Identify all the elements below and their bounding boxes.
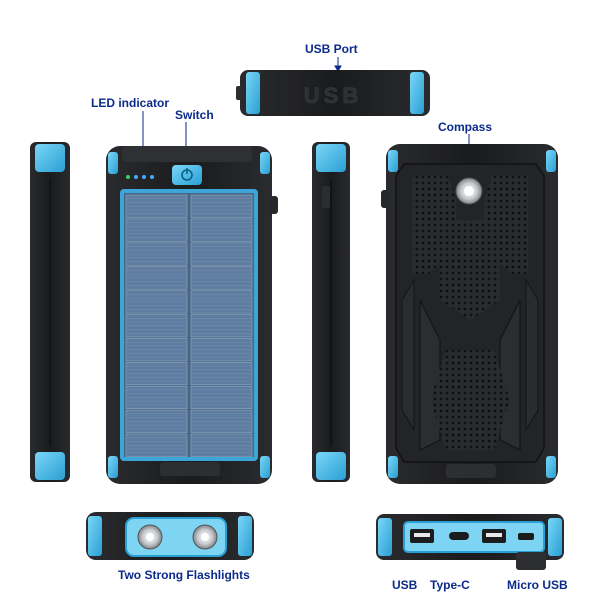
flashlight-edge-view (86, 512, 254, 560)
front-view (106, 146, 278, 484)
right-side-view (312, 142, 350, 482)
compass-icon (455, 177, 483, 205)
switch-label: Switch (175, 108, 214, 122)
power-icon (181, 168, 193, 181)
flashlights-label: Two Strong Flashlights (118, 568, 250, 582)
usb-port-icon (482, 529, 506, 543)
usb-label: USB (392, 578, 418, 592)
back-view (381, 144, 558, 484)
flashlight-icon (137, 524, 163, 550)
micro-usb-port-icon (518, 533, 534, 540)
usb-port-label: USB Port (305, 42, 358, 56)
led-indicator-label: LED indicator (91, 96, 170, 110)
power-switch (172, 165, 202, 185)
micro-usb-label: Micro USB (507, 578, 568, 592)
left-side-view (30, 142, 70, 482)
type-c-label: Type-C (430, 578, 470, 592)
engraved-usb-text: USB (304, 83, 362, 108)
top-edge-view: USB (236, 70, 430, 116)
compass-label: Compass (438, 120, 493, 134)
usb-port-icon (410, 529, 434, 543)
solar-panel (120, 189, 258, 461)
flashlight-icon (192, 524, 218, 550)
type-c-port-icon (449, 532, 469, 540)
ports-edge-view (376, 514, 564, 570)
led-indicator (126, 175, 154, 179)
